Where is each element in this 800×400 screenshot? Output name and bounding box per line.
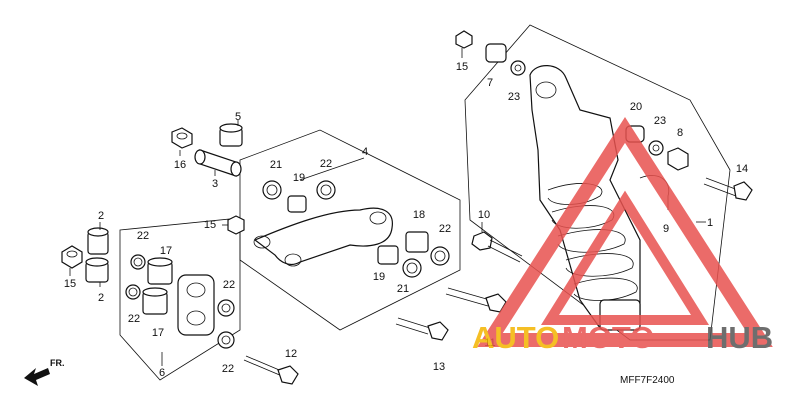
link-body: [177, 274, 215, 336]
bolt-12: [243, 355, 299, 385]
collar-3: [194, 149, 242, 177]
label-15-mid: 15: [204, 219, 216, 231]
bolt-11: [445, 287, 507, 313]
label-10: 10: [478, 209, 490, 221]
label-22-l1: 22: [137, 230, 149, 242]
label-19-low: 19: [373, 271, 385, 283]
label-21-low: 21: [397, 283, 409, 295]
collar-5: [219, 123, 243, 147]
shock-absorber: [529, 65, 670, 331]
seal-left-3: [217, 299, 235, 317]
front-direction-arrow: FR.: [24, 358, 65, 386]
bolt-14: [703, 177, 753, 201]
shock-absorber-group-box: [464, 24, 731, 341]
label-3: 3: [212, 178, 218, 190]
leader-lines: [69, 48, 706, 366]
seal-23-right: [648, 140, 664, 156]
collar-7: [485, 43, 507, 63]
label-22-l2: 22: [128, 313, 140, 325]
label-17-lower: 17: [152, 327, 164, 339]
label-1: 1: [707, 217, 713, 229]
label-22-top: 22: [320, 158, 332, 170]
bolt-10: [471, 231, 523, 263]
bushing-lower: [142, 287, 168, 315]
watermark-text-moto: MOTO: [562, 320, 654, 355]
nut-8: [667, 147, 689, 171]
label-5: 5: [235, 111, 241, 123]
linkage-group-box: [119, 217, 241, 381]
label-12: 12: [285, 348, 297, 360]
seal-23-top: [510, 60, 526, 76]
nut-left: [61, 245, 83, 269]
collar-19-low: [377, 245, 399, 265]
nut-15-mid: [227, 215, 245, 235]
label-17-upper: 17: [160, 245, 172, 257]
bolt-13: [395, 317, 449, 341]
watermark-text-hub: HUB: [706, 320, 773, 355]
front-direction-label: FR.: [50, 358, 65, 368]
label-2-top: 2: [98, 210, 104, 222]
watermark-triangle-outer: [477, 117, 773, 347]
label-23-top: 23: [508, 91, 520, 103]
label-20: 20: [630, 101, 642, 113]
bearing-21-top: [262, 180, 282, 200]
label-19-top: 19: [293, 172, 305, 184]
seal-left-4: [217, 331, 235, 349]
watermark: AUTO MOTO HUB: [472, 117, 773, 355]
collar-18: [405, 231, 429, 253]
bearing-22-right: [430, 246, 450, 266]
label-6: 6: [159, 367, 165, 379]
label-16: 16: [174, 159, 186, 171]
label-21-top: 21: [270, 159, 282, 171]
label-14: 14: [736, 163, 748, 175]
bushing-upper: [147, 257, 173, 285]
label-8: 8: [677, 127, 683, 139]
bearing-21-low: [402, 258, 422, 278]
diagram-code: MFF7F2400: [620, 375, 675, 386]
shock-arm: [253, 207, 393, 267]
label-4: 4: [362, 146, 368, 158]
label-22-right: 22: [439, 223, 451, 235]
watermark-triangle-inner: [540, 190, 710, 325]
label-9: 9: [663, 223, 669, 235]
label-22-l4: 22: [222, 363, 234, 375]
label-13: 13: [433, 361, 445, 373]
label-15-left: 15: [64, 278, 76, 290]
label-7: 7: [487, 77, 493, 89]
label-22-l3: 22: [223, 279, 235, 291]
collar-top: [87, 227, 109, 255]
nut-15-top: [455, 30, 473, 49]
shock-arm-group-box: [239, 129, 461, 331]
collar-bottom: [85, 257, 109, 283]
label-18: 18: [413, 209, 425, 221]
label-23-right: 23: [654, 115, 666, 127]
seal-left-2: [125, 284, 141, 300]
seal-left-1: [130, 254, 146, 270]
nut-16: [171, 127, 193, 149]
bearing-22-top: [316, 180, 336, 200]
watermark-text-auto: AUTO: [472, 320, 559, 355]
label-15-top: 15: [456, 61, 468, 73]
collar-19-top: [287, 195, 307, 213]
label-2-bottom: 2: [98, 292, 104, 304]
